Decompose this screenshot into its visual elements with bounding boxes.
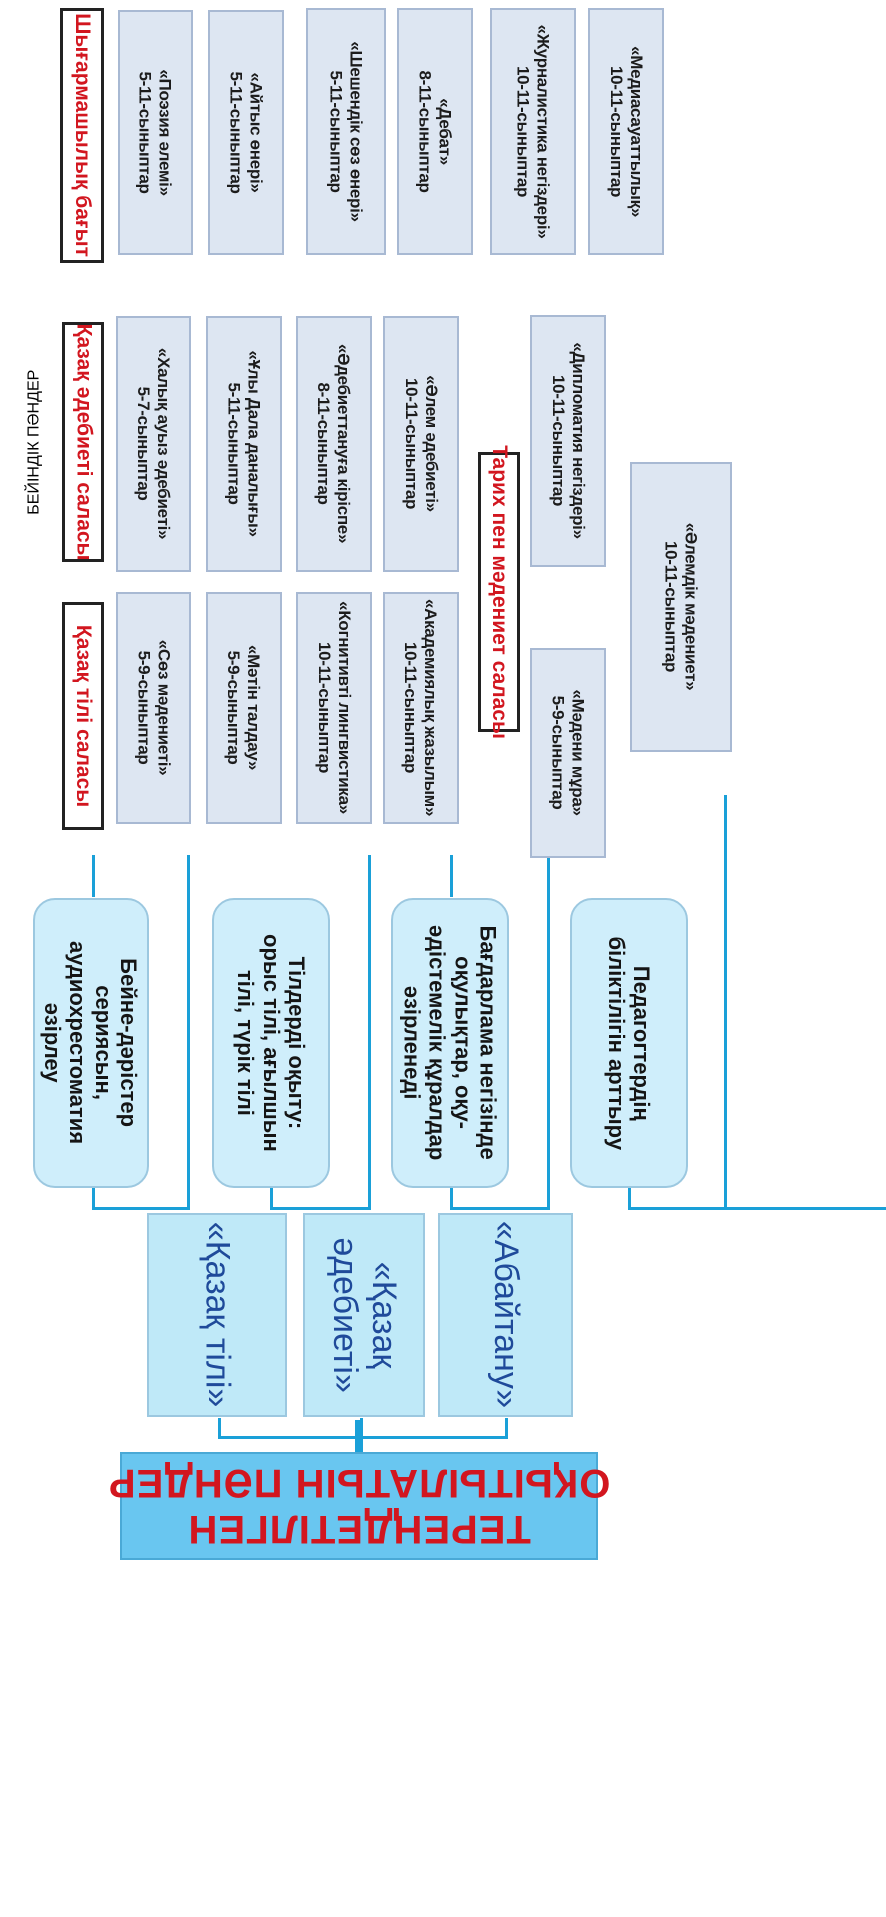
subject-label: «Абайтану» (487, 1221, 526, 1409)
main-title-text: БЕЙІНДІК ПӘНДЕР (24, 369, 42, 515)
course-text: «Шешендік сөз өнері»5-11-сыныптар (327, 41, 366, 222)
course-text: «Халық ауыз әдебиеті»5-7-сыныптар (134, 348, 174, 540)
course-card: «Сөз мәдениеті»5-9-сыныптар (116, 592, 191, 824)
course-card: «Когнитивті лингвистика»10-11-сыныптар (296, 592, 372, 824)
section-header-text: Қазақ тілі саласы (72, 624, 96, 808)
course-card: «Дебат»8-11-сыныптар (397, 8, 473, 255)
section-header-creative: Шығармашылық бағыт (60, 8, 104, 263)
subject-box-abaitanu: «Абайтану» (438, 1213, 573, 1417)
subject-box-kazakh-language: «Қазақ тілі» (147, 1213, 287, 1417)
course-card: «Халық ауыз әдебиеті»5-7-сыныптар (116, 316, 191, 572)
banner-box: ТЕРЕҢДЕТІЛГЕН ОҚЫТЫЛАТЫН ПӘНДЕР (108, 1452, 610, 1560)
course-card: «Журналистика негіздері»10-11-сыныптар (490, 8, 576, 255)
section-header-text: Тарих пен мәдениет саласы (488, 445, 512, 739)
course-text: «Дипломатия негіздері»10-11-сыныптар (549, 342, 588, 540)
course-card: «Медиасауаттылық»10-11-сыныптар (588, 8, 664, 255)
course-text: «Әлем әдебиеті»10-11-сыныптар (402, 375, 441, 513)
main-title: БЕЙІНДІК ПӘНДЕР (8, 320, 60, 565)
course-card: «Шешендік сөз өнері»5-11-сыныптар (306, 8, 386, 255)
course-text: «Академиялық жазылым»10-11-сыныптар (402, 599, 441, 817)
course-card: «Әдебиеттануға кіріспе»8-11-сыныптар (296, 316, 372, 572)
course-text: «Медиасауаттылық»10-11-сыныптар (607, 46, 646, 217)
course-text: «Когнитивті лингвистика»10-11-сыныптар (315, 601, 354, 815)
course-text: «Журналистика негіздері»10-11-сыныптар (514, 24, 553, 239)
section-header-text: Шығармашылық бағыт (71, 13, 95, 258)
course-text: «Дебат»8-11-сыныптар (416, 70, 455, 193)
course-card: «Мәдени мұра»5-9-сыныптар (530, 648, 606, 858)
course-text: «Ұлы Дала даналығы»5-11-сыныптар (225, 350, 264, 538)
course-card: «Әлемдік мәдениет»10-11-сыныптар (630, 462, 732, 752)
section-header-literature: Қазақ әдебиеті саласы (62, 322, 104, 562)
course-card: «Академиялық жазылым»10-11-сыныптар (383, 592, 459, 824)
subject-label: «Қазақ тілі» (198, 1222, 237, 1408)
section-header-text: Қазақ әдебиеті саласы (72, 323, 96, 561)
course-text: «Әдебиеттануға кіріспе»8-11-сыныптар (315, 344, 354, 544)
course-text: «Поэзия әлемі»5-11-сыныптар (136, 69, 176, 196)
banner-text: ТЕРЕҢДЕТІЛГЕН ОҚЫТЫЛАТЫН ПӘНДЕР (107, 1461, 611, 1551)
course-card: «Дипломатия негіздері»10-11-сыныптар (530, 315, 606, 567)
course-text: «Айтыс өнері»5-11-сыныптар (227, 71, 266, 194)
course-card: «Ұлы Дала даналығы»5-11-сыныптар (206, 316, 282, 572)
section-header-language: Қазақ тілі саласы (62, 602, 104, 830)
course-card: «Поэзия әлемі»5-11-сыныптар (118, 10, 193, 255)
course-card: «Мәтін талдау»5-9-сыныптар (206, 592, 282, 824)
course-text: «Сөз мәдениеті»5-9-сыныптар (134, 640, 174, 776)
course-text: «Әлемдік мәдениет»10-11-сыныптар (662, 523, 701, 691)
course-card: «Әлем әдебиеті»10-11-сыныптар (383, 316, 459, 572)
section-header-history: Тарих пен мәдениет саласы (478, 445, 520, 739)
course-card: «Айтыс өнері»5-11-сыныптар (208, 10, 284, 255)
course-text: «Мәдени мұра»5-9-сыныптар (549, 689, 588, 817)
course-text: «Мәтін талдау»5-9-сыныптар (225, 645, 264, 771)
